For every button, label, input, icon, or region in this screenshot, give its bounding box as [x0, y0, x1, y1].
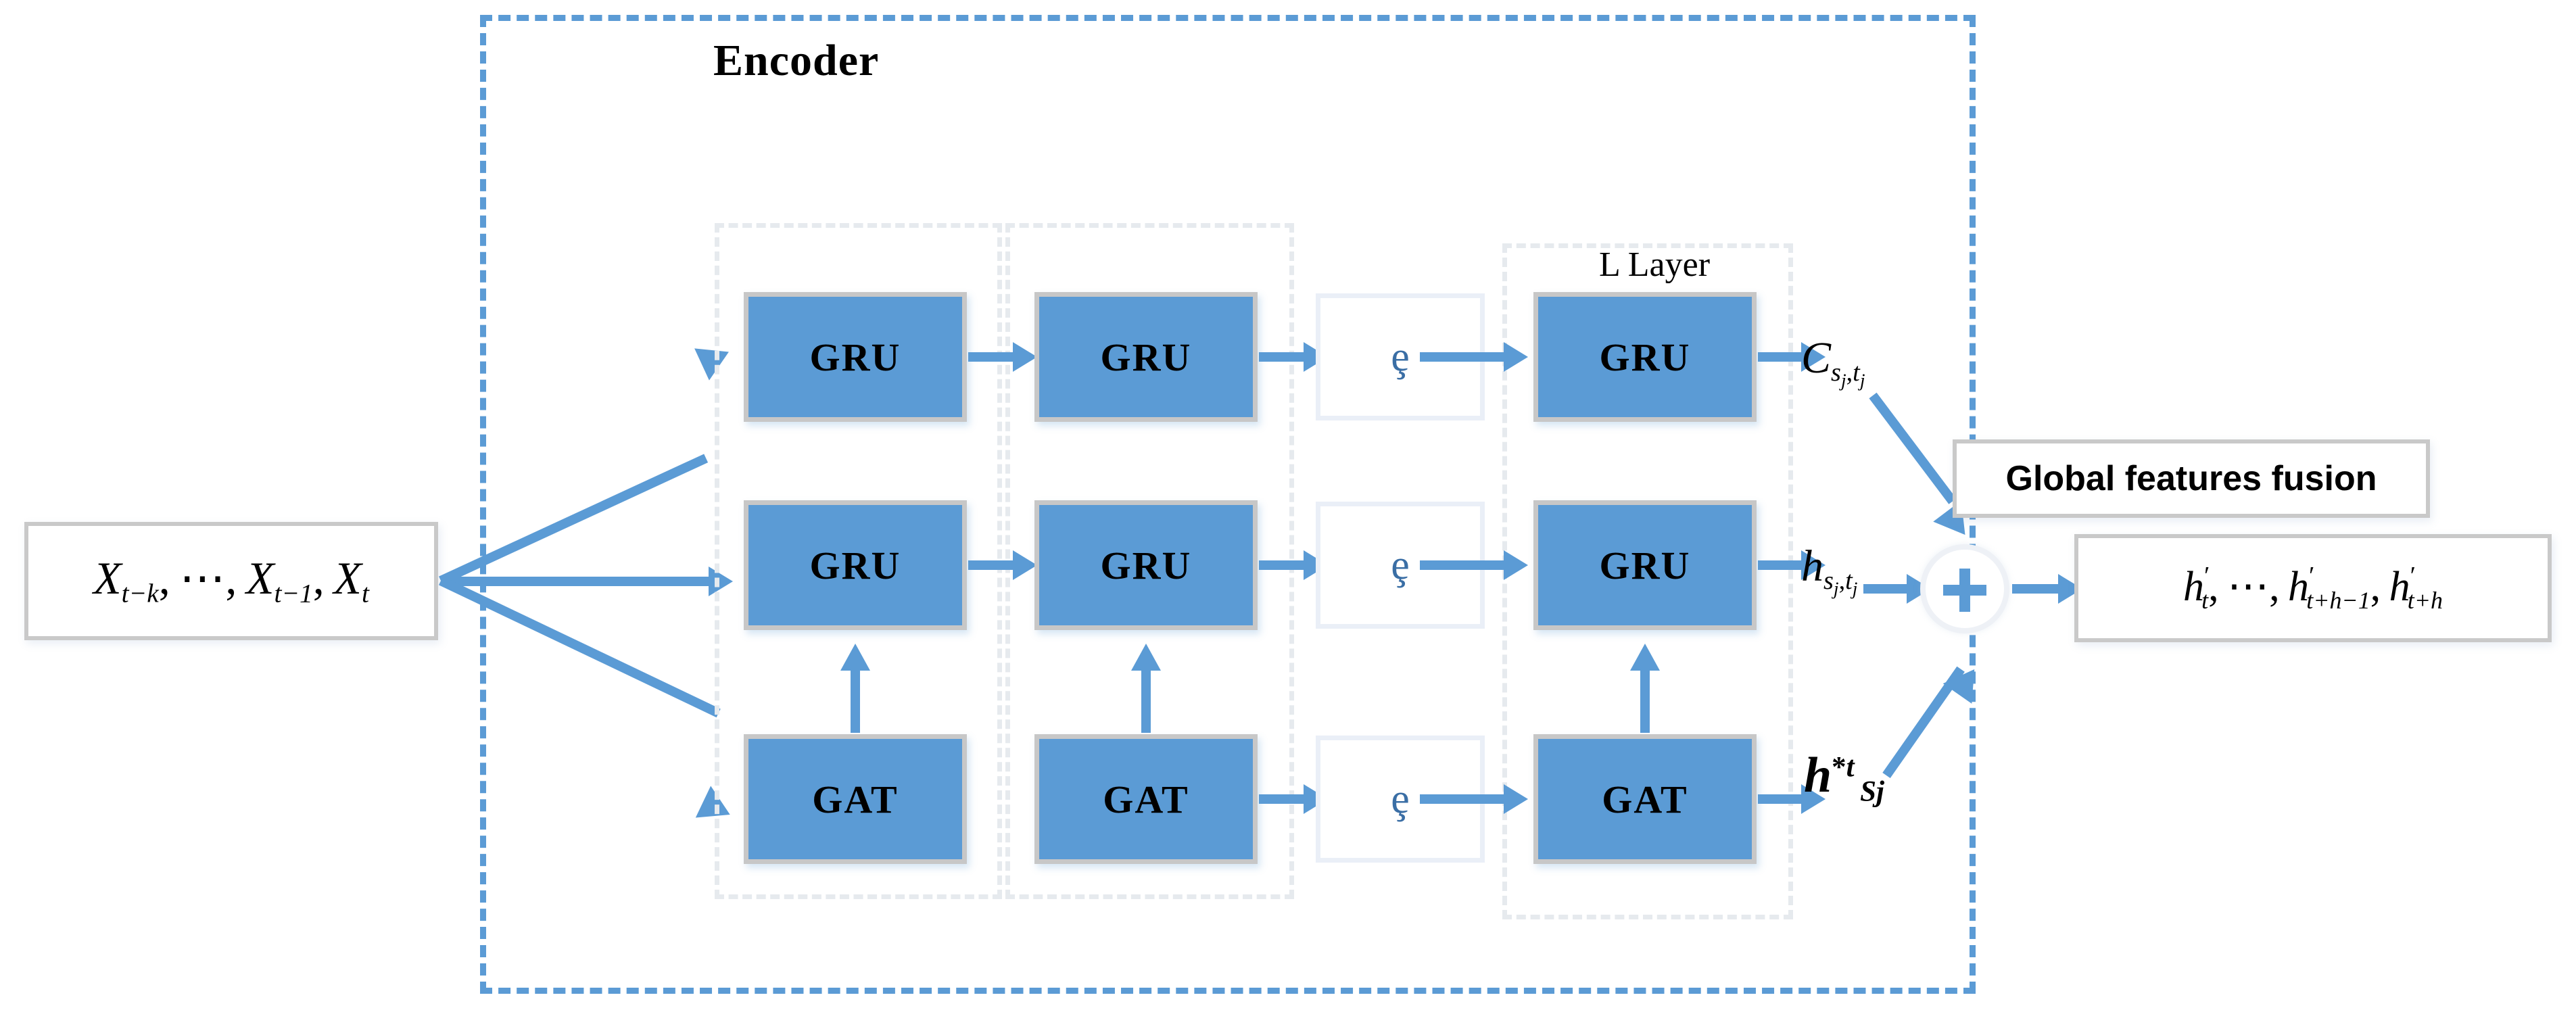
- block-gru-r2-c4[interactable]: GRU: [1533, 500, 1757, 630]
- block-gru-r1-c4[interactable]: GRU: [1533, 292, 1757, 422]
- fanout-arrow-middle: [441, 567, 733, 596]
- block-gat-r3-c1[interactable]: GAT: [744, 734, 967, 864]
- block-gru-r2-c1[interactable]: GRU: [744, 500, 967, 630]
- l-layer-label: L Layer: [1598, 245, 1711, 284]
- arrow-r2-c1-c2: [968, 550, 1037, 580]
- output-formula: h′t, ⋯, h′t+h−1, h′t+h: [2183, 562, 2443, 614]
- fusion-plus-node[interactable]: [1920, 544, 2009, 633]
- output-label-h-star: h*t Sj: [1804, 748, 1884, 808]
- block-gat-r3-c2[interactable]: GAT: [1034, 734, 1258, 864]
- encoder-title: Encoder: [713, 36, 880, 85]
- arrow-r3-dots-c4: [1420, 784, 1528, 814]
- arrow-r2-dots-c4: [1420, 550, 1528, 580]
- global-features-fusion-label: Global features fusion: [2005, 459, 2377, 498]
- output-sequence-box: h′t, ⋯, h′t+h−1, h′t+h: [2074, 534, 2552, 642]
- arrow-gat-to-gru-c1: [840, 644, 870, 733]
- block-gru-r2-c2[interactable]: GRU: [1034, 500, 1258, 630]
- layer-group-l: [1502, 243, 1793, 919]
- input-sequence-box: Xt−k, ⋯, Xt−1, Xt: [24, 522, 438, 640]
- arrow-gat-to-gru-c2: [1131, 644, 1161, 733]
- plus-icon-vertical: [1959, 569, 1970, 612]
- block-gat-r3-c4[interactable]: GAT: [1533, 734, 1757, 864]
- input-formula: Xt−k, ⋯, Xt−1, Xt: [93, 552, 369, 608]
- arrow-gat-to-gru-c4: [1630, 644, 1660, 733]
- arrow-r1-c1-c2: [968, 342, 1037, 372]
- global-features-fusion-box: Global features fusion: [1953, 439, 2430, 518]
- block-gru-r1-c2[interactable]: GRU: [1034, 292, 1258, 422]
- arrow-r2-output: [1758, 550, 1826, 580]
- arrow-r1-output: [1758, 342, 1826, 372]
- block-gru-r1-c1[interactable]: GRU: [744, 292, 967, 422]
- output-label-h: hsj,tj: [1801, 542, 1858, 599]
- output-label-c: Csj,tj: [1801, 333, 1865, 391]
- arrow-r3-output: [1758, 784, 1826, 814]
- arrow-r1-dots-c4: [1420, 342, 1528, 372]
- arrow-fusion-to-output: [2012, 574, 2082, 604]
